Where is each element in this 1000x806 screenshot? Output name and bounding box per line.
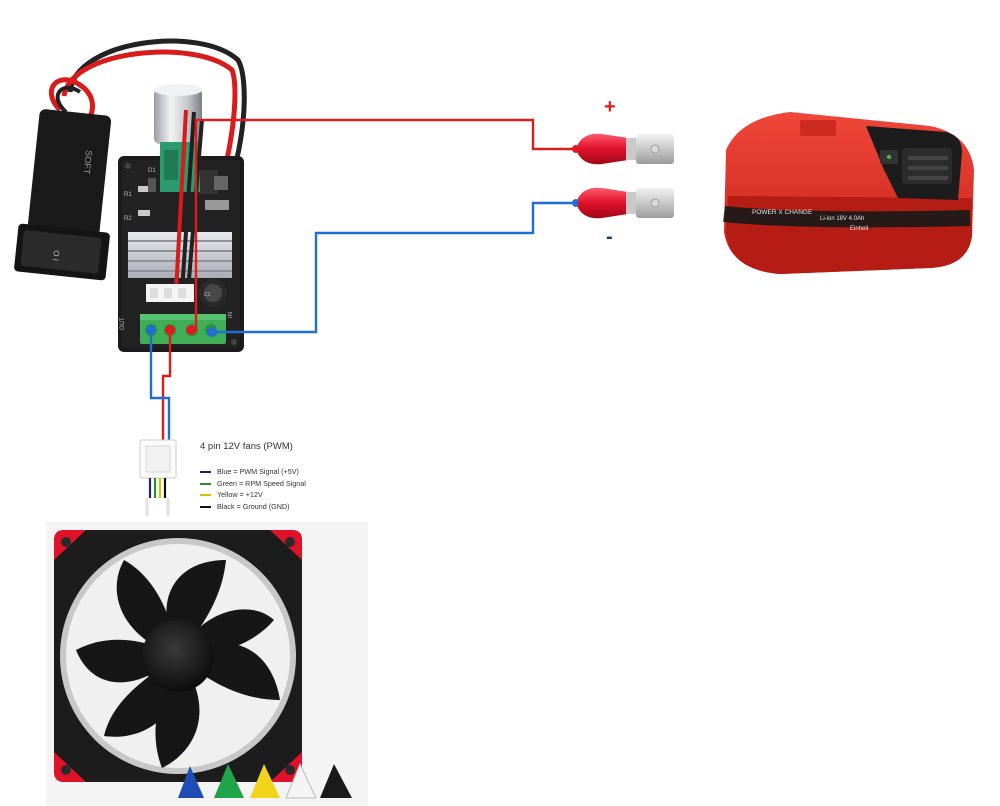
legend-item-yellow: Yellow = +12V — [200, 489, 306, 501]
svg-text:Einhell: Einhell — [850, 226, 868, 232]
legend-item-green: Green = RPM Speed Signal — [200, 478, 306, 490]
positive-label: + — [604, 96, 616, 118]
potentiometer-knob — [154, 84, 202, 192]
legend-text: Black = Ground (GND) — [217, 502, 290, 512]
legend-swatch — [200, 471, 211, 474]
wire-negative-out — [149, 330, 171, 452]
fan-connector-plug — [139, 439, 177, 516]
fan-hub — [142, 620, 214, 692]
terminal-out-neg — [146, 325, 156, 335]
wire-legend: Blue = PWM Signal (+5V) Green = RPM Spee… — [200, 466, 306, 513]
spade-connector-negative — [578, 187, 674, 219]
battery-pack: POWER X CHANGE Li-ion 18V 4.0Ah Einhell — [723, 112, 974, 274]
svg-text:SOFT: SOFT — [81, 150, 94, 175]
terminal-in-pos — [186, 325, 196, 335]
negative-label: - — [606, 226, 613, 248]
svg-text:Li-ion 18V 4.0Ah: Li-ion 18V 4.0Ah — [820, 216, 864, 222]
spade-connector-positive — [578, 133, 674, 165]
legend-swatch — [200, 494, 211, 497]
fan — [46, 522, 368, 806]
wiring — [146, 118, 580, 452]
terminal-in-neg — [207, 327, 217, 337]
svg-text:D1: D1 — [148, 168, 156, 174]
pwm-controller: SOFT O I R1 R2 D1 OUT IN — [14, 38, 247, 352]
legend-item-black: Black = Ground (GND) — [200, 501, 306, 513]
legend-swatch — [200, 482, 211, 485]
wire-negative-in — [212, 201, 576, 334]
legend-text: Blue = PWM Signal (+5V) — [217, 467, 299, 476]
corner-clips — [178, 762, 352, 799]
legend-swatch — [200, 506, 211, 509]
wire-positive-in — [191, 118, 576, 332]
wire-positive-out — [161, 330, 172, 452]
svg-text:R1: R1 — [124, 192, 132, 198]
svg-text:POWER X CHANGE: POWER X CHANGE — [752, 209, 813, 216]
svg-text:R2: R2 — [124, 216, 132, 222]
fan-connector-title: 4 pin 12V fans (PWM) — [200, 441, 293, 452]
rocker-switch: SOFT O I — [14, 109, 112, 281]
legend-text: Green = RPM Speed Signal — [217, 478, 306, 488]
legend-text: Yellow = +12V — [217, 490, 263, 500]
terminal-out-pos — [165, 325, 175, 335]
harness-black-wire-2 — [55, 85, 82, 114]
harness-red-wire-2 — [48, 77, 95, 122]
legend-item-blue: Blue = PWM Signal (+5V) — [200, 466, 306, 478]
svg-text:OUT: OUT — [120, 317, 126, 330]
svg-text:C1: C1 — [204, 292, 211, 298]
svg-text:IN: IN — [228, 312, 234, 318]
svg-text:O I: O I — [51, 250, 61, 262]
